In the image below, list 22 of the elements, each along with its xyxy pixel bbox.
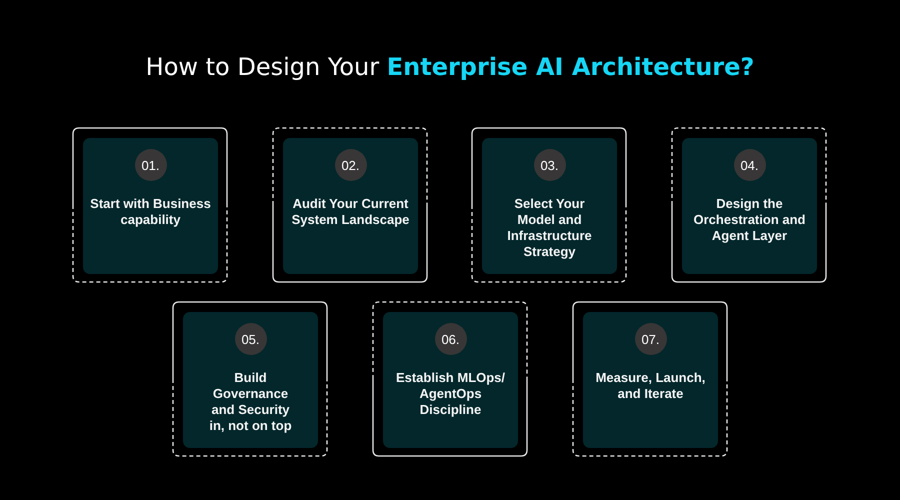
step-card (83, 138, 218, 274)
step-number-badge: 01. (134, 149, 166, 181)
step-title: Select Your Model and Infrastructure Strategy (506, 196, 593, 260)
step-card (283, 138, 418, 274)
step-card (583, 312, 718, 448)
step-number-badge: 05. (234, 323, 266, 355)
step-card (482, 138, 617, 274)
step-number-badge: 06. (434, 323, 466, 355)
step-card (682, 138, 817, 274)
step-number-badge: 03. (534, 149, 566, 181)
step-number-badge: 04. (734, 149, 766, 181)
step-title: Measure, Launch, and Iterate (594, 370, 706, 402)
step-card (383, 312, 518, 448)
title: How to Design Your Enterprise AI Architecture? (146, 52, 754, 83)
step-number-badge: 07. (634, 323, 666, 355)
step-card (183, 312, 318, 448)
step-title: Audit Your Current System Landscape (290, 196, 410, 228)
step-title: Design the Orchestration and Agent Layer (692, 196, 806, 244)
step-number-badge: 02. (334, 149, 366, 181)
step-title: Start with Business capability (89, 196, 212, 228)
step-title: Establish MLOps/ AgentOps Discipline (394, 370, 506, 418)
step-title: Build Governance and Security in, not on top (208, 370, 293, 434)
